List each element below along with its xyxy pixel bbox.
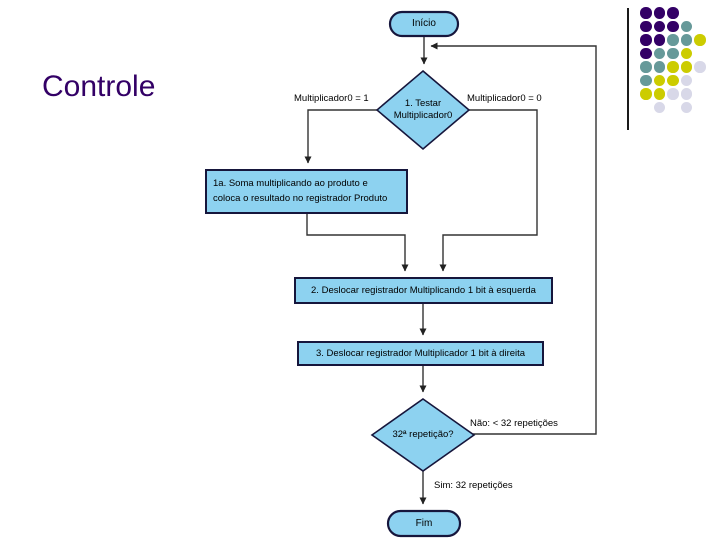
connector-test-to-add	[304, 109, 377, 164]
decorative-dot	[694, 61, 706, 73]
dot-grid	[640, 7, 712, 122]
edge-label-multiplicador0-0: Multiplicador0 = 0	[467, 93, 542, 104]
edge-label-nao: Não: < 32 repetições	[470, 418, 558, 429]
repeat-node-label: 32ª repetição?	[392, 429, 454, 440]
node-start-terminator	[388, 10, 460, 38]
node-add-process	[205, 169, 408, 214]
edge-label-multiplicador0-1: Multiplicador0 = 1	[294, 93, 369, 104]
decorative-dot	[640, 61, 652, 73]
decorative-dot	[640, 47, 652, 59]
decorative-dot	[667, 47, 679, 59]
page-title: Controle	[42, 70, 156, 103]
connector-add-to-shiftleft	[306, 213, 409, 272]
connector-test-to-shiftleft	[439, 109, 538, 272]
start-node-label: Início	[412, 18, 436, 29]
decorative-dot	[653, 47, 665, 59]
decorative-dot	[667, 61, 679, 73]
decorative-vertical-line	[627, 8, 629, 130]
connector-loopback-nao	[430, 42, 597, 435]
decorative-dot	[667, 88, 679, 100]
decorative-dot	[653, 61, 665, 73]
node-test-decision	[375, 69, 471, 151]
decorative-dot	[667, 34, 679, 46]
decorative-dot	[653, 34, 665, 46]
decorative-dot	[667, 74, 679, 86]
shift-right-node-label: 3. Deslocar registrador Multiplicador 1 …	[315, 348, 526, 359]
node-repeat-decision	[370, 398, 476, 472]
edge-label-sim: Sim: 32 repetições	[434, 480, 513, 491]
decorative-dot	[640, 74, 652, 86]
test-node-label: 1. Testar Multiplicador0	[393, 98, 453, 121]
decorative-dot	[680, 74, 692, 86]
decorative-dot	[680, 34, 692, 46]
decorative-dot	[640, 7, 652, 19]
node-end-terminator	[386, 509, 462, 538]
decorative-dot	[640, 88, 652, 100]
node-shift-left-process	[294, 277, 553, 304]
decorative-dot	[640, 34, 652, 46]
shift-left-node-label: 2. Deslocar registrador Multiplicando 1 …	[311, 285, 536, 296]
add-node-label: 1a. Soma multiplicando ao produto e colo…	[213, 178, 388, 204]
decorative-dot	[653, 7, 665, 19]
decorative-dot	[653, 20, 665, 32]
decorative-dot	[667, 7, 679, 19]
decorative-dot	[680, 47, 692, 59]
node-shift-right-process	[297, 341, 544, 366]
decorative-dot	[653, 88, 665, 100]
decorative-dot	[680, 20, 692, 32]
decorative-dot	[680, 88, 692, 100]
decorative-dot	[667, 20, 679, 32]
decorative-dot	[653, 101, 665, 113]
decorative-dot	[680, 61, 692, 73]
decorative-dot	[653, 74, 665, 86]
end-node-label: Fim	[415, 518, 433, 529]
decorative-dot	[640, 20, 652, 32]
decorative-dot	[694, 34, 706, 46]
decorative-dot	[680, 101, 692, 113]
